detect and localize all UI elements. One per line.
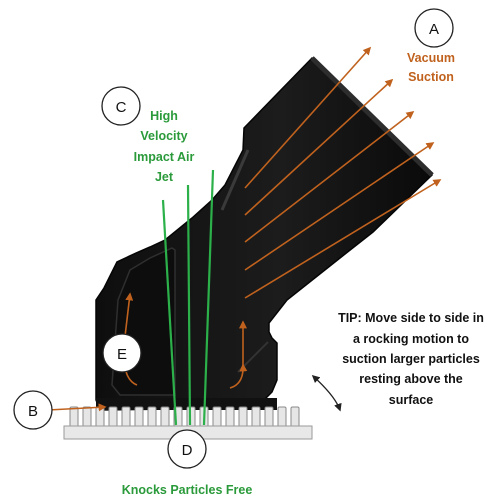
bristle-tuft <box>69 406 79 428</box>
air-jet-line-1 <box>161 199 178 426</box>
tube-rim <box>310 56 434 177</box>
callout-a-letter: A <box>429 21 439 38</box>
bristle-tuft <box>290 406 300 428</box>
callout-e: E <box>102 333 142 373</box>
tip-line-2: a rocking motion to <box>353 332 469 346</box>
bristle-tuft <box>95 406 105 428</box>
vacuum-arrow-4 <box>244 142 435 271</box>
bristle-tuft <box>108 406 118 428</box>
jet-label-line-4: Jet <box>155 170 174 184</box>
vacuum-label-line-1: Vacuum <box>407 51 455 65</box>
bristle-tuft <box>225 406 235 428</box>
bristle-tuft <box>277 406 287 428</box>
tip-line-1: TIP: Move side to side in <box>338 311 484 325</box>
bristle-tuft <box>134 406 144 428</box>
bristle-tuft <box>251 406 261 428</box>
bristle-row <box>69 406 300 428</box>
vacuum-arrows <box>47 46 442 412</box>
air-jet-label: High Velocity Impact Air Jet <box>134 109 195 184</box>
tip-line-3: suction larger particles <box>342 352 480 366</box>
bristle-tuft <box>238 406 248 428</box>
callout-b: B <box>13 390 53 430</box>
bristle-tuft <box>147 406 157 428</box>
tip-line-4: resting above the <box>359 372 463 386</box>
callout-a: A <box>414 8 454 48</box>
air-jet-line-3 <box>202 169 215 426</box>
jet-label-line-2: Velocity <box>140 129 187 143</box>
air-jet-lines <box>161 169 215 426</box>
jet-label-line-3: Impact Air <box>134 150 195 164</box>
bristle-tuft <box>160 406 170 428</box>
rocking-motion-arrow <box>311 374 342 412</box>
tip-note: TIP: Move side to side in a rocking moti… <box>338 311 484 407</box>
chamber-arrow-right-curve <box>229 363 248 389</box>
callout-d: D <box>167 429 207 469</box>
bristle-tuft <box>212 406 222 428</box>
callout-c-letter: C <box>116 99 127 116</box>
callout-e-letter: E <box>117 346 127 363</box>
callout-d-letter: D <box>182 442 193 459</box>
vacuum-suction-label: Vacuum Suction <box>407 51 455 84</box>
vacuum-label-line-2: Suction <box>408 70 454 84</box>
callout-c: C <box>101 86 141 126</box>
bristle-tuft <box>121 406 131 428</box>
vacuum-arrow-2 <box>244 78 394 216</box>
tip-line-5: surface <box>389 393 434 407</box>
body-highlight-1 <box>220 149 250 211</box>
inlet-arrow-b <box>47 403 107 412</box>
bottom-caption: Knocks Particles Free <box>122 483 253 497</box>
jet-label-line-1: High <box>150 109 178 123</box>
vacuum-arrow-5 <box>244 179 442 299</box>
bristle-tuft <box>82 406 92 428</box>
air-jet-line-2 <box>186 184 192 426</box>
callout-b-letter: B <box>28 403 38 420</box>
vacuum-arrow-1 <box>244 46 372 189</box>
vacuum-arrow-3 <box>244 111 415 243</box>
bristle-tuft <box>264 406 274 428</box>
